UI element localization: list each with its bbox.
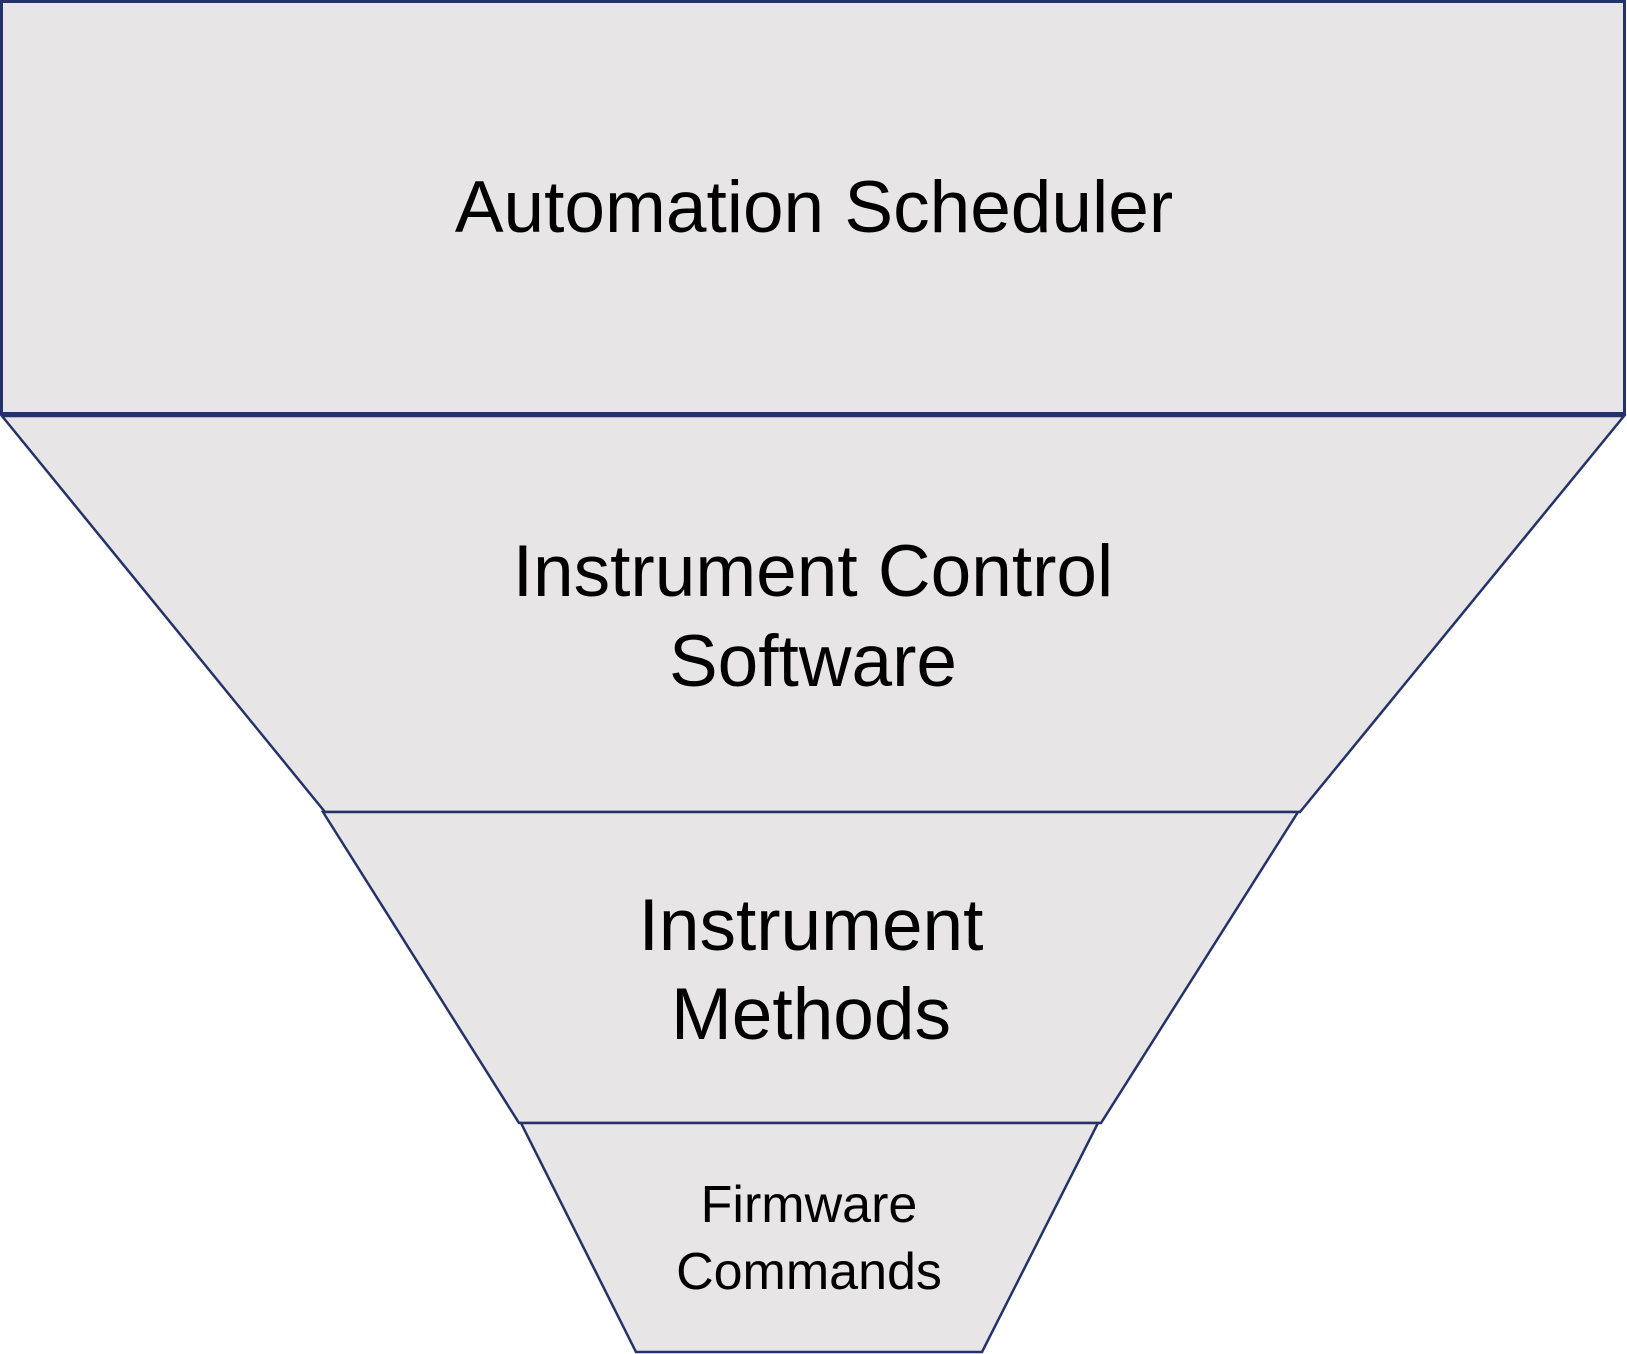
layer-firmware-commands-shape [518,1121,1101,1354]
layer-instrument-methods: Instrument Methods [320,810,1301,1125]
layer-automation-scheduler-shape [0,0,1626,415]
layer-instrument-methods-shape [320,810,1301,1125]
layer-instrument-control-software-label-line2: Software [669,621,957,702]
layer-instrument-control-software: Instrument Control Software [0,414,1627,814]
layer-firmware-commands-label-line2: Commands [676,1243,942,1301]
layer-instrument-control-software-label-line1: Instrument Control [513,531,1113,612]
layer-instrument-control-software-shape [0,414,1627,814]
layer-firmware-commands: Firmware Commands [518,1121,1101,1354]
layer-firmware-commands-label-line1: Firmware [701,1176,918,1234]
layer-instrument-methods-label-line1: Instrument [639,885,984,966]
layer-instrument-methods-label-line2: Methods [671,974,951,1055]
layer-automation-scheduler-label: Automation Scheduler [455,167,1173,248]
layer-automation-scheduler: Automation Scheduler [0,0,1626,415]
